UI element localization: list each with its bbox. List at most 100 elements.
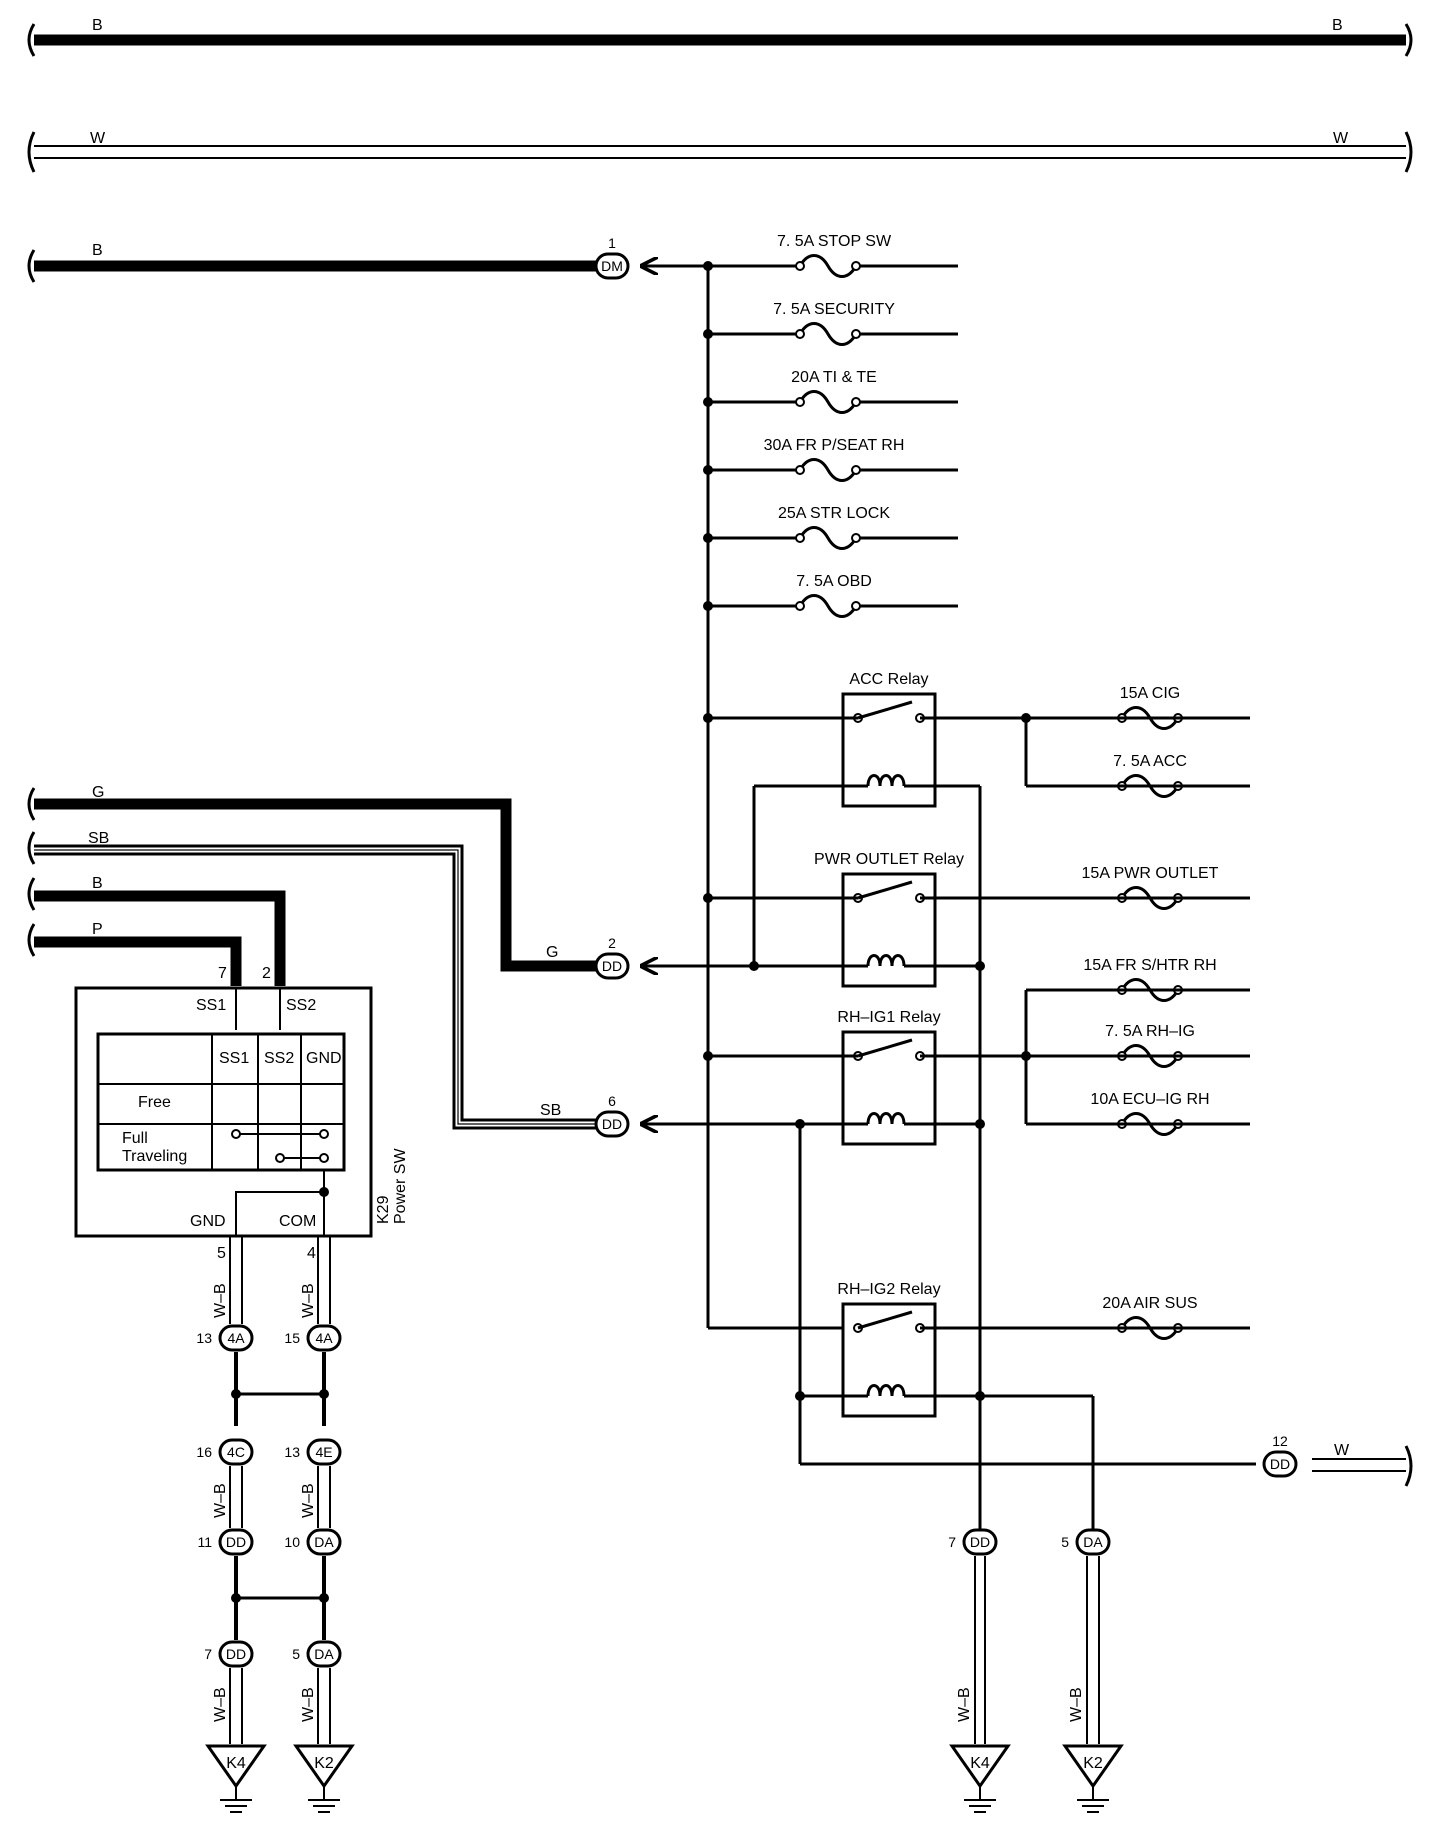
connector-pin: 7: [948, 1534, 956, 1550]
connector-id: DA: [1083, 1534, 1103, 1550]
wire-label-sb-dd: SB: [540, 1102, 561, 1119]
row-free: Free: [138, 1094, 171, 1111]
connector-id: DM: [601, 258, 623, 274]
connector-pin: 5: [1061, 1534, 1069, 1550]
bus-b-top: [27, 23, 1413, 57]
power-switch: [74, 986, 373, 1238]
label-com: COM: [279, 1213, 316, 1230]
fuse-label: 20A TI & TE: [791, 369, 877, 386]
connector-c4a15: 4A 15: [284, 1324, 342, 1352]
switch-ground-wires: [229, 1236, 331, 1744]
fuse-label: 30A FR P/SEAT RH: [764, 437, 905, 454]
wire-label-g: G: [92, 784, 104, 801]
connector-dd2: DD2: [594, 935, 630, 980]
ground-label: K2: [1083, 1755, 1103, 1772]
connector-id: DD: [970, 1534, 990, 1550]
connector-id: 4A: [315, 1330, 333, 1346]
connector-id: DD: [226, 1646, 246, 1662]
connector-pin: 16: [196, 1444, 212, 1460]
wire-label-b-sw: B: [92, 875, 103, 892]
ground-symbol: K2: [293, 1744, 355, 1813]
relay-label: PWR OUTLET Relay: [814, 851, 964, 868]
connector-dm1: DM1: [594, 235, 630, 280]
wb-label-8: W–B: [1068, 1687, 1085, 1722]
label-ss2: SS2: [286, 997, 316, 1014]
wire-label-sb: SB: [88, 830, 109, 847]
relay-fuse-label: 20A AIR SUS: [1102, 1295, 1197, 1312]
connector-id: 4A: [227, 1330, 245, 1346]
relay-fuse-cig: 15A CIG: [1108, 685, 1188, 732]
connector-dd6: DD 6: [594, 1093, 630, 1138]
fuse: 25A STR LOCK: [708, 505, 958, 550]
relay-pwr_outlet: PWR OUTLET Relay: [814, 851, 964, 988]
label-gnd: GND: [190, 1213, 226, 1230]
wb-label-4: W–B: [300, 1483, 317, 1518]
fuse: 7. 5A STOP SW: [708, 233, 958, 278]
wire-label-g-dd: G: [546, 944, 558, 961]
connector-pin: 6: [608, 1093, 616, 1109]
relay-label: RH–IG2 Relay: [837, 1281, 940, 1298]
connector-id: DD: [602, 1116, 622, 1132]
fuse-label: 25A STR LOCK: [778, 505, 890, 522]
connector-pin: 10: [284, 1534, 300, 1550]
wb-label-1: W–B: [212, 1283, 229, 1318]
connector-id: 4C: [227, 1444, 245, 1460]
wb-label-5: W–B: [212, 1687, 229, 1722]
connector-da5b: DA 5: [1061, 1528, 1111, 1556]
fuse: 30A FR P/SEAT RH: [708, 437, 958, 482]
ground-symbol: K4: [205, 1744, 267, 1813]
connector-dd7a: DD 7: [204, 1640, 254, 1668]
fuse: 7. 5A OBD: [708, 573, 958, 618]
junction-dots: [703, 261, 1031, 1401]
wire-label-b-feed: B: [92, 242, 103, 259]
wb-label-7: W–B: [956, 1687, 973, 1722]
connector-c4a13: 4A 13: [196, 1324, 254, 1352]
wb-label-2: W–B: [300, 1283, 317, 1318]
ground-label: K2: [314, 1755, 334, 1772]
relay-label: ACC Relay: [849, 671, 928, 688]
ground-label: K4: [226, 1755, 246, 1772]
connector-pin: 5: [292, 1646, 300, 1662]
relay-fuse-acc: 7. 5A ACC: [1108, 753, 1188, 800]
row-full-1: Full: [122, 1130, 148, 1147]
relay-fuse-pwr_outlet: 15A PWR OUTLET: [1082, 865, 1219, 912]
relay-fuse-label: 15A CIG: [1120, 685, 1180, 702]
ground-label: K4: [970, 1755, 990, 1772]
wire-b-feed: [27, 249, 596, 283]
connector-pin: 13: [196, 1330, 212, 1346]
fuse: 7. 5A SECURITY: [708, 301, 958, 346]
pin-com: 4: [307, 1245, 316, 1262]
wire-label-b-left: B: [92, 17, 103, 34]
table-col-ss1: SS1: [219, 1050, 249, 1067]
relay-rh_ig2: RH–IG2 Relay: [837, 1281, 941, 1418]
connector-pin: 7: [204, 1646, 212, 1662]
ground-symbol: K2: [1062, 1744, 1124, 1813]
switch-input-wires: [27, 787, 596, 1130]
connector-id: DA: [314, 1646, 334, 1662]
relay-fuse-label: 7. 5A ACC: [1113, 753, 1187, 770]
wire-label-b-right: B: [1332, 17, 1343, 34]
connector-pin: 2: [608, 935, 616, 951]
connector-pin: 13: [284, 1444, 300, 1460]
connector-id: DD: [1270, 1456, 1290, 1472]
wire-label-w-output: W: [1334, 1442, 1350, 1459]
pin-ss2: 2: [262, 965, 271, 982]
ground-symbol: K4: [949, 1744, 1011, 1813]
relay-fuse-label: 15A FR S/HTR RH: [1083, 957, 1216, 974]
relay-wiring: [640, 716, 1256, 1536]
connector-pin: 15: [284, 1330, 300, 1346]
wb-label-3: W–B: [212, 1483, 229, 1518]
relay-fuse-ecu_ig: 10A ECU–IG RH: [1090, 1091, 1210, 1138]
relay-fuse-air_sus: 20A AIR SUS: [1102, 1295, 1198, 1342]
bus-w-top: [27, 131, 1413, 173]
fuse-label: 7. 5A STOP SW: [777, 233, 892, 250]
junction-dots-left: [231, 1389, 329, 1603]
connector-pin: 11: [197, 1534, 212, 1550]
wire-w-output: [1312, 1445, 1413, 1487]
table-col-ss2: SS2: [264, 1050, 294, 1067]
